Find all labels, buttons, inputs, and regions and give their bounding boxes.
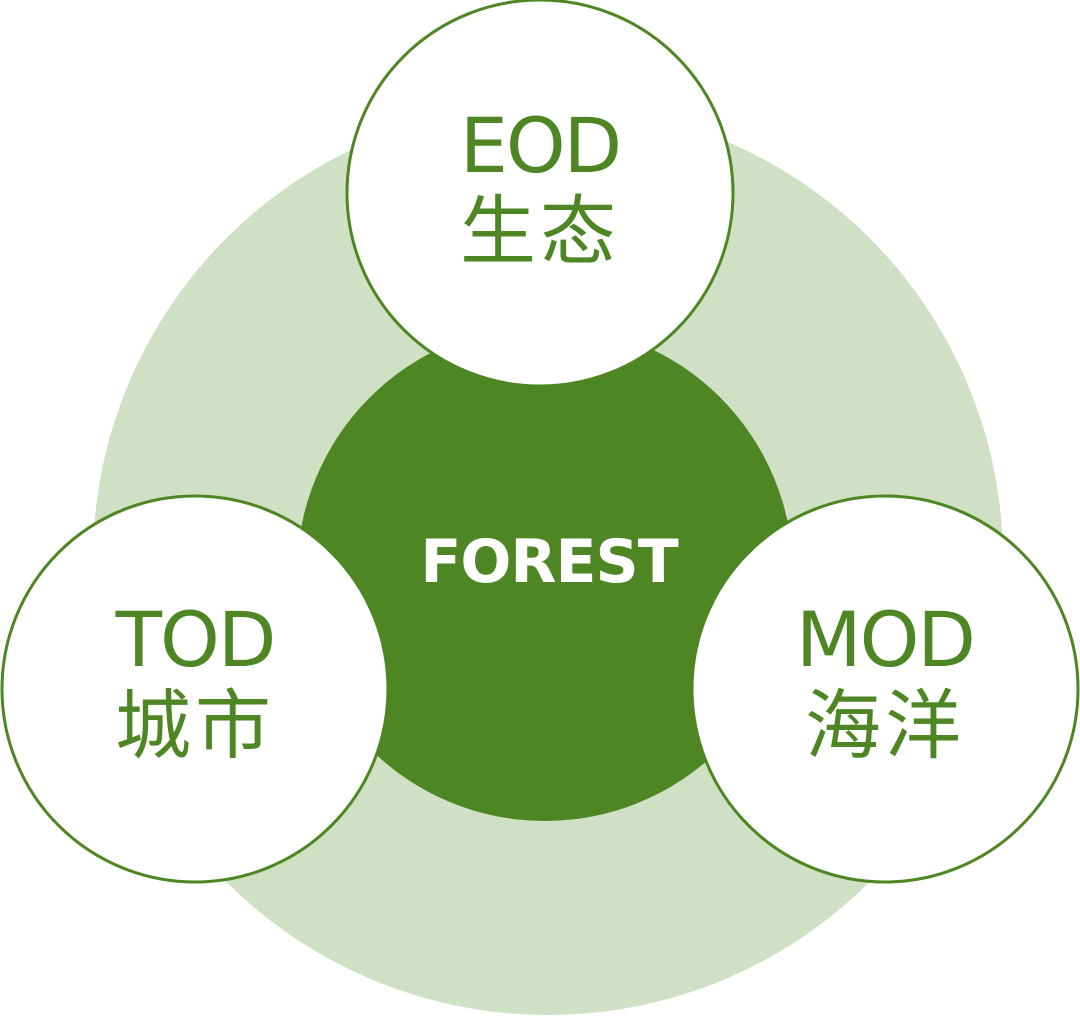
eod-node-code: EOD: [460, 101, 620, 190]
forest-core-label: FOREST: [420, 527, 678, 597]
forest-core-circle: [297, 325, 793, 821]
mod-node-name: 海洋: [805, 681, 965, 770]
eod-node-circle: [345, 0, 735, 388]
mod-node: MOD 海洋: [690, 494, 1080, 884]
tod-node-code: TOD: [115, 595, 275, 684]
tod-node-name: 城市: [115, 681, 275, 770]
tod-node-circle: [0, 494, 390, 884]
mod-node-code: MOD: [796, 595, 974, 684]
mod-node-circle: [690, 494, 1080, 884]
eod-node-name: 生态: [460, 187, 620, 276]
tod-node: TOD 城市: [0, 494, 390, 884]
eod-node: EOD 生态: [345, 0, 735, 388]
